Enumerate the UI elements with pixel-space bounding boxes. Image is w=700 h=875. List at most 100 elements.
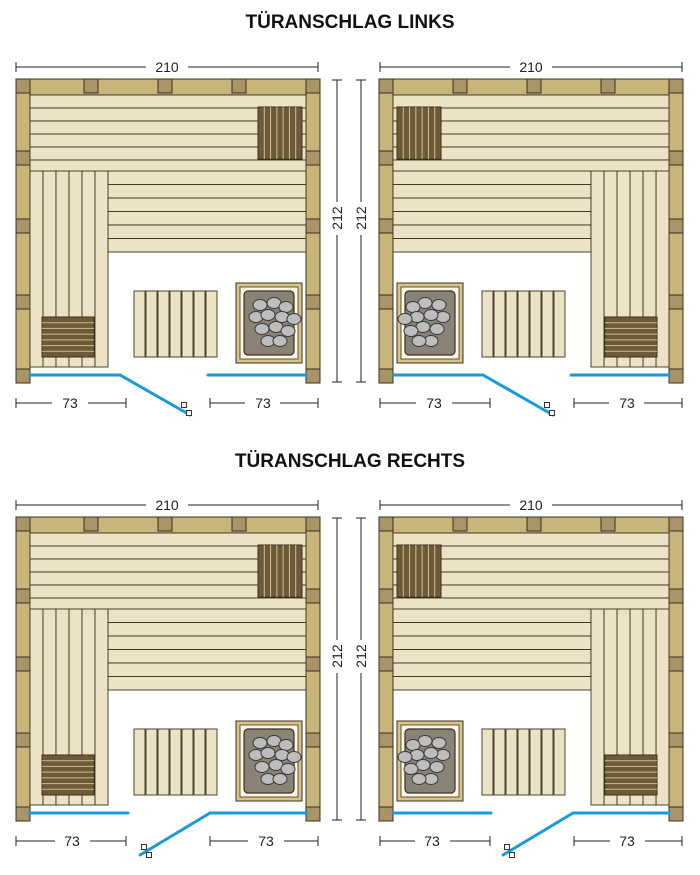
glass-door (391, 373, 671, 417)
wall-post (668, 294, 684, 310)
bench-slat (392, 211, 592, 226)
floor-plank (553, 290, 566, 358)
backrest-grate (396, 106, 442, 160)
sauna-cabin (378, 516, 684, 822)
door-hinge (181, 402, 187, 408)
bench-slat (107, 608, 307, 623)
side-width-label: 73 (64, 833, 80, 849)
bench-slat (392, 170, 592, 185)
floor-plank (541, 290, 554, 358)
dim-door: 73 (379, 395, 491, 411)
corner-post (668, 78, 684, 94)
glass-door (391, 811, 671, 858)
door-width-label: 73 (258, 833, 274, 849)
sauna-cabin (378, 78, 684, 384)
sauna-stone (260, 747, 276, 759)
glass-door (28, 373, 308, 417)
height-label: 212 (329, 206, 345, 230)
dim-door: 73 (15, 833, 127, 849)
dim-side: 73 (573, 395, 683, 411)
floor-plank (205, 728, 218, 796)
floor-plank (505, 728, 518, 796)
door-hinge (504, 844, 510, 850)
floor-plank (145, 728, 158, 796)
plan-rechts-b: 212 210 73 73 (353, 497, 684, 858)
dim-door: 73 (15, 395, 127, 411)
corner-post (668, 806, 684, 822)
wall-post (526, 516, 542, 532)
floor-plank (169, 728, 182, 796)
glass-door (28, 811, 308, 858)
bench-slat (392, 532, 670, 547)
wall-post (305, 218, 321, 234)
wall-post (15, 588, 31, 604)
wall-post (600, 516, 616, 532)
bench-slat (107, 649, 307, 664)
sauna-stone (423, 747, 439, 759)
door-hinge (146, 852, 152, 858)
sauna-stone (411, 335, 427, 347)
sauna-stone (278, 739, 294, 751)
floor-plank (205, 290, 218, 358)
door-width-label: 73 (426, 395, 442, 411)
floor-plank (169, 290, 182, 358)
bench-slat (392, 635, 592, 650)
wall-post (15, 656, 31, 672)
width-label: 210 (155, 497, 179, 513)
plan-links-b: 212 210 73 73 (353, 59, 684, 417)
floor-plank (505, 290, 518, 358)
wall-post (15, 150, 31, 166)
sauna-cabin (15, 516, 321, 822)
floor-plans-rechts: 210 212 73 73 (15, 497, 684, 858)
bench-slat (392, 184, 592, 199)
wall-post (15, 218, 31, 234)
sauna-stone (429, 323, 445, 335)
corner-post (15, 516, 31, 532)
bench-slat (107, 635, 307, 650)
side-width-label: 73 (424, 833, 440, 849)
dim-height: 212 (353, 79, 369, 383)
wall-post (378, 150, 394, 166)
dim-width: 210 (15, 497, 319, 513)
sauna-stone (411, 773, 427, 785)
sauna-stone (272, 335, 288, 347)
corner-post (378, 368, 394, 384)
corner-post (305, 368, 321, 384)
floor-plank (529, 290, 542, 358)
bench-slat (392, 94, 670, 109)
wall-post (305, 588, 321, 604)
floor-plank (541, 728, 554, 796)
corner-post (378, 806, 394, 822)
footrest-grate (41, 316, 95, 358)
height-label: 212 (329, 644, 345, 668)
corner-post (15, 78, 31, 94)
floor-plank (481, 728, 494, 796)
bench-slat (107, 211, 307, 226)
bench-slat (590, 170, 605, 368)
wall-post (668, 218, 684, 234)
bench-slat (392, 197, 592, 212)
bench-slat (392, 224, 592, 239)
door-hinge (141, 844, 147, 850)
wall-post (600, 78, 616, 94)
bench-slat (29, 608, 44, 806)
footrest-grate (604, 754, 658, 796)
sauna-stone (405, 301, 421, 313)
floor-plank (517, 290, 530, 358)
bench-slat (392, 608, 592, 623)
sauna-stone (252, 299, 268, 311)
footrest-grate (604, 316, 658, 358)
bench-slat (107, 238, 307, 253)
wall-post (83, 78, 99, 94)
corner-post (15, 368, 31, 384)
corner-post (305, 78, 321, 94)
dim-door: 73 (379, 833, 491, 849)
plan-rechts-a: 210 212 73 73 (15, 497, 345, 858)
wall-post (305, 656, 321, 672)
bench-slat (29, 532, 307, 547)
sauna-stone (431, 737, 447, 749)
height-label: 212 (353, 644, 369, 668)
door-hinge (549, 410, 555, 416)
plan-links-a: 210 212 73 73 (15, 59, 345, 417)
dim-height: 212 (329, 517, 345, 821)
